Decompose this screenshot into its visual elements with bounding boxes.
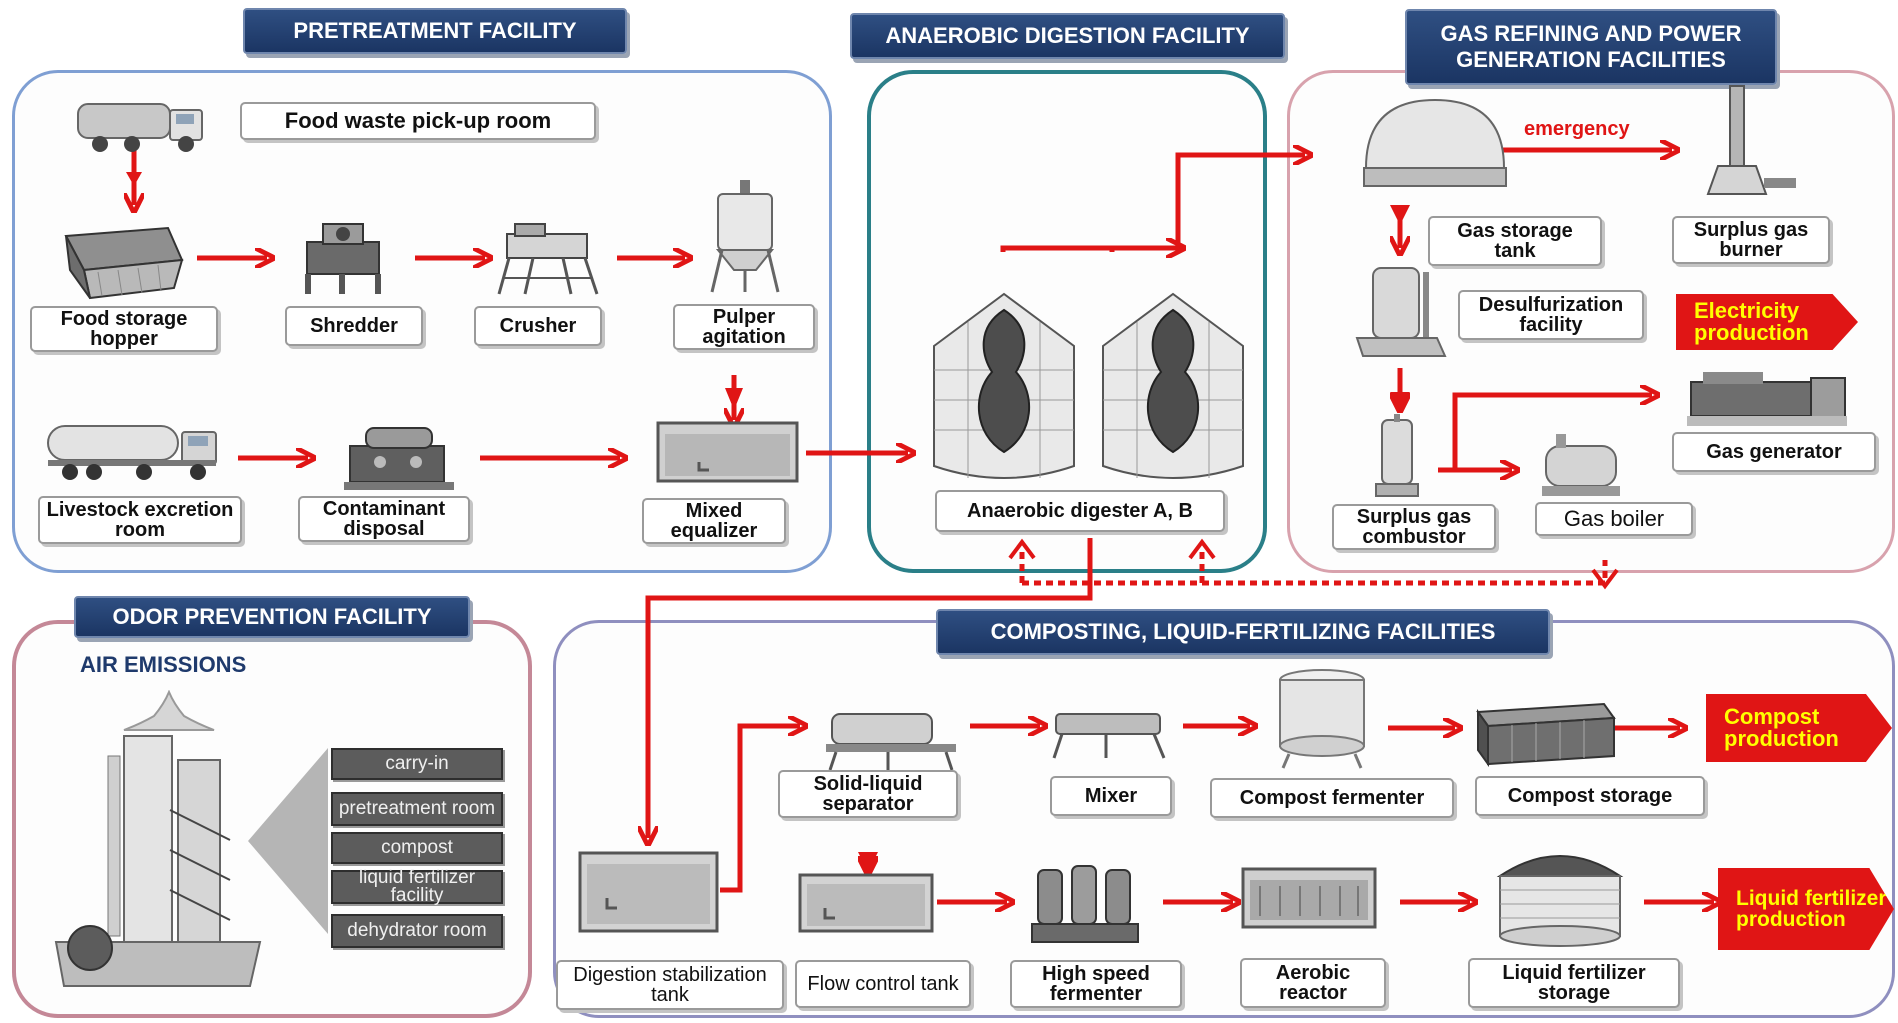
air-exhaust-icon [123, 690, 215, 731]
flow-control-tank-icon [798, 873, 934, 933]
compost-container-icon [1476, 702, 1616, 768]
aerobic-reactor-label: Aerobic reactor [1240, 958, 1386, 1008]
crusher-icon [497, 223, 599, 295]
surplus-gas-combustor-label: Surplus gas combustor [1332, 504, 1496, 550]
desulfurizer-icon [1355, 267, 1447, 357]
header-pretreatment: PRETREATMENT FACILITY [243, 8, 627, 54]
fertilizer-storage-tank-icon [1496, 855, 1624, 947]
mixer-label: Mixer [1050, 776, 1172, 816]
fermenter-drum-icon [1279, 669, 1365, 769]
solid-liquid-separator-label: Solid-liquid separator [778, 770, 958, 818]
food-storage-hopper-label: Food storage hopper [30, 306, 218, 352]
livestock-excretion-label: Livestock excretion room [38, 496, 242, 544]
emergency-label: emergency [1524, 118, 1630, 140]
separator-icon [826, 713, 956, 771]
stabilization-tank-icon [578, 851, 719, 933]
mixer-icon [1052, 713, 1166, 759]
gas-holder-dome-icon [1363, 98, 1507, 187]
header-odor: ODOR PREVENTION FACILITY [74, 596, 470, 638]
surplus-gas-burner-label: Surplus gas burner [1672, 216, 1830, 264]
odor-source-dehydrator-room: dehydrator room [331, 914, 503, 948]
contaminant-machine-icon [344, 427, 454, 490]
header-anaerobic: ANAEROBIC DIGESTION FACILITY [850, 13, 1285, 59]
pulper-tank-icon [710, 180, 780, 293]
anaerobic-digester-label: Anaerobic digester A, B [935, 490, 1225, 532]
electricity-production-output: Electricity production [1676, 294, 1858, 350]
gas-generator-label: Gas generator [1672, 432, 1876, 472]
odor-source-compost: compost [331, 832, 503, 864]
generator-icon [1687, 372, 1847, 426]
digester-silo-icon [933, 292, 1075, 479]
high-speed-fermenter-icon [1031, 865, 1139, 943]
crusher-label: Crusher [474, 306, 602, 346]
garbage-truck-icon [77, 103, 203, 152]
food-waste-pickup-label: Food waste pick-up room [240, 102, 596, 140]
air-emissions-label: AIR EMISSIONS [80, 652, 247, 677]
odor-source-carry-in: carry-in [331, 748, 503, 780]
contaminant-disposal-label: Contaminant disposal [298, 496, 470, 542]
compost-storage-label: Compost storage [1475, 776, 1705, 816]
odor-scrubber-tower-icon [54, 735, 262, 987]
flow-control-label: Flow control tank [795, 960, 971, 1008]
gas-storage-tank-label: Gas storage tank [1428, 216, 1602, 266]
gas-boiler-label: Gas boiler [1535, 502, 1693, 536]
header-gas: GAS REFINING AND POWER GENERATION FACILI… [1405, 9, 1777, 85]
odor-intake-arrow [248, 748, 328, 934]
odor-source-pretreatment-room: pretreatment room [331, 792, 503, 826]
liquid-fertilizer-storage-label: Liquid fertilizer storage [1468, 958, 1680, 1008]
desulfurization-label: Desulfurization facility [1458, 290, 1644, 340]
equalizer-tank-icon [656, 421, 799, 483]
combustor-icon [1375, 414, 1419, 497]
header-composting: COMPOSTING, LIQUID-FERTILIZING FACILITIE… [936, 609, 1550, 655]
compost-production-output: Compost production [1706, 694, 1892, 762]
digester-silo-icon [1102, 292, 1244, 479]
shredder-icon [305, 223, 381, 294]
pulper-agitation-label: Pulper agitation [673, 304, 815, 350]
mixed-equalizer-label: Mixed equalizer [642, 498, 786, 544]
digestion-stabilization-label: Digestion stabilization tank [556, 960, 784, 1010]
compost-fermenter-label: Compost fermenter [1210, 778, 1454, 818]
liquid-fertilizer-production-output: Liquid fertilizer production [1718, 868, 1894, 950]
composting-region [553, 620, 1895, 1018]
shredder-label: Shredder [285, 306, 423, 346]
boiler-icon [1542, 434, 1620, 496]
hopper-icon [64, 226, 184, 300]
tanker-truck-icon [47, 425, 217, 480]
high-speed-fermenter-label: High speed fermenter [1010, 960, 1182, 1008]
odor-source-liquid-fertilizer-facility: liquid fertilizer facility [331, 868, 503, 905]
flare-stack-icon [1706, 85, 1796, 195]
aerobic-reactor-icon [1241, 867, 1377, 929]
